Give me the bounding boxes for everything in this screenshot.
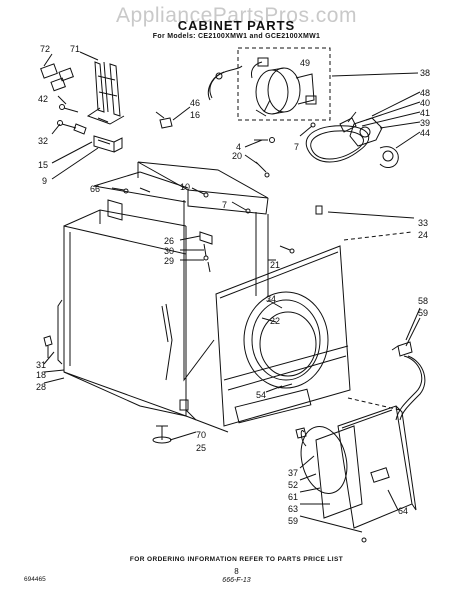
- callout-54: 54: [256, 390, 266, 400]
- page-number: 8: [234, 567, 239, 576]
- callout-38: 38: [420, 68, 430, 78]
- callout-20: 20: [232, 151, 242, 161]
- document-code: 694465: [24, 576, 46, 583]
- callout-24: 24: [418, 230, 428, 240]
- callout-44: 44: [420, 128, 430, 138]
- callout-16: 16: [190, 110, 200, 120]
- upper-center-parts: [156, 66, 315, 177]
- callout-61: 61: [288, 492, 298, 502]
- callout-31: 31: [36, 360, 46, 370]
- page-title: CABINET PARTS: [177, 18, 296, 33]
- callout-26: 26: [164, 236, 174, 246]
- motor-assembly: [238, 48, 418, 162]
- callout-70: 70: [196, 430, 206, 440]
- callout-21: 21: [270, 260, 280, 270]
- door-leaders: [300, 456, 398, 542]
- callout-40: 40: [420, 98, 430, 108]
- idler-pulley-parts: [340, 92, 420, 167]
- callout-7-top: 7: [294, 142, 299, 152]
- model-subtitle: For Models: CE2100XMW1 and GCE2100XMW1: [152, 33, 321, 40]
- callout-29: 29: [164, 256, 174, 266]
- watermark: AppliancePartsPros.com: [116, 4, 357, 27]
- callout-25: 25: [196, 443, 206, 453]
- callout-58: 58: [418, 296, 428, 306]
- callout-7-mid: 7: [222, 200, 227, 210]
- callout-71: 71: [70, 44, 80, 54]
- callout-63: 63: [288, 504, 298, 514]
- callout-59-upper: 59: [418, 308, 428, 318]
- callout-64: 64: [398, 506, 408, 516]
- door-switch: [392, 308, 425, 420]
- callout-46: 46: [190, 98, 200, 108]
- callout-18: 18: [36, 370, 46, 380]
- cabinet-rear-frame: [94, 162, 268, 380]
- callout-41: 41: [420, 108, 430, 118]
- callout-28: 28: [36, 382, 46, 392]
- callout-32: 32: [38, 136, 48, 146]
- callout-59-lower: 59: [288, 516, 298, 526]
- callout-52: 52: [288, 480, 298, 490]
- callout-4: 4: [236, 142, 241, 152]
- callout-33: 33: [418, 218, 428, 228]
- callout-9: 9: [42, 176, 47, 186]
- callout-22: 22: [270, 316, 280, 326]
- cabinet-body: [58, 210, 228, 432]
- leveling-legs-and-clips: [44, 336, 196, 443]
- callout-72: 72: [40, 44, 50, 54]
- callout-49: 49: [300, 58, 310, 68]
- callout-10: 10: [180, 182, 190, 192]
- top-left-parts: [41, 52, 124, 179]
- callout-15: 15: [38, 160, 48, 170]
- ordering-note: FOR ORDERING INFORMATION REFER TO PARTS …: [129, 556, 344, 563]
- front-panel: [216, 206, 414, 426]
- callout-48: 48: [420, 88, 430, 98]
- revision-code: 666-F-13: [222, 577, 251, 584]
- callout-37: 37: [288, 468, 298, 478]
- callout-66: 66: [90, 184, 100, 194]
- callout-30: 30: [164, 246, 174, 256]
- callout-labels: 72 71 42 32 15 9 46 16 49 38 48 40 41 39…: [36, 44, 430, 526]
- callout-39: 39: [420, 118, 430, 128]
- callout-34: 34: [266, 294, 276, 304]
- callout-42: 42: [38, 94, 48, 104]
